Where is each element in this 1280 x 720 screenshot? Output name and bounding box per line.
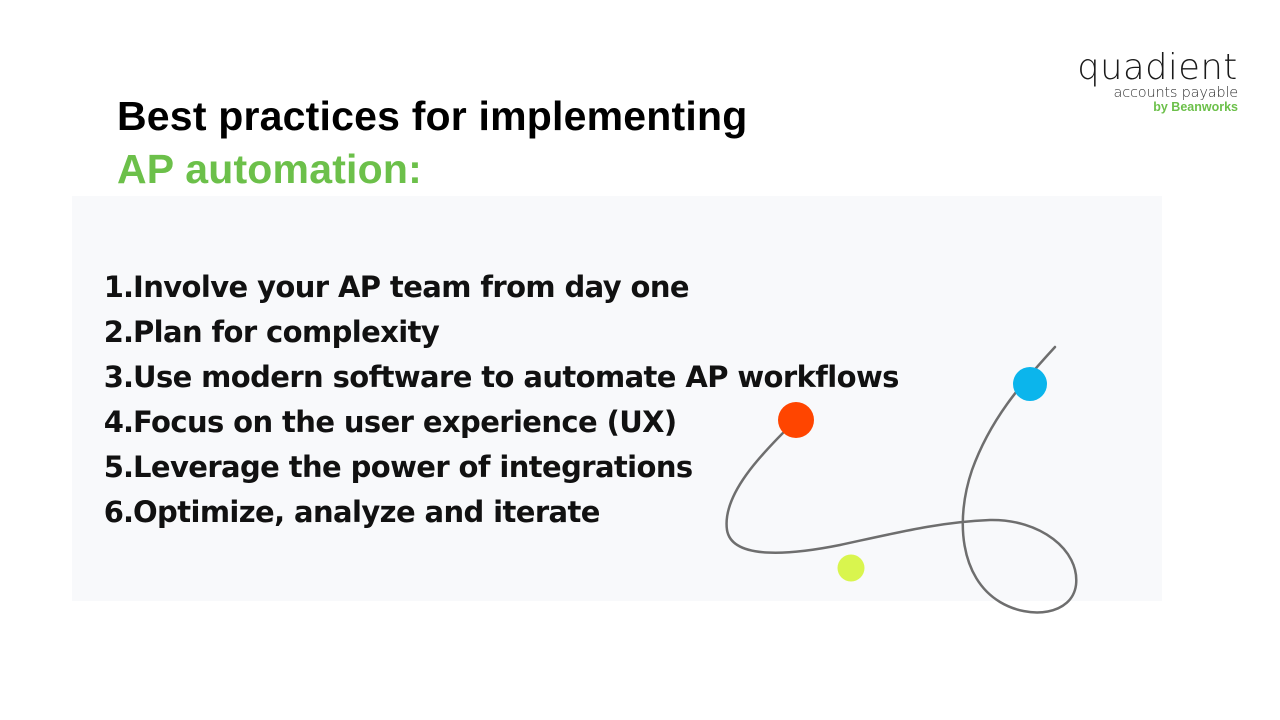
item-text: Optimize, analyze and iterate (133, 495, 600, 529)
quadient-logo: quadient accounts payable by Beanworks (1074, 47, 1239, 115)
logo-subline: accounts payable (1113, 85, 1239, 101)
red-dot-icon (778, 402, 814, 438)
practices-list: 1.Involve your AP team from day one 2.Pl… (100, 265, 900, 535)
list-item: 5.Leverage the power of integrations (100, 445, 899, 490)
curve-line (725, 345, 1078, 614)
list-item: 4.Focus on the user experience (UX) (100, 400, 899, 445)
item-text: Involve your AP team from day one (133, 270, 690, 304)
list-item: 1.Involve your AP team from day one (100, 265, 899, 310)
lime-dot-icon (837, 554, 865, 582)
logo-wordmark: quadient (1077, 47, 1238, 88)
item-number: 6. (103, 495, 134, 529)
title-line-2: AP automation: (117, 146, 422, 192)
list-item: 6.Optimize, analyze and iterate (100, 490, 899, 535)
title-line-1: Best practices for implementing (117, 93, 748, 139)
item-text: Leverage the power of integrations (133, 450, 693, 484)
content-panel (72, 196, 1162, 601)
list-item: 2.Plan for complexity (100, 310, 899, 355)
item-text: Plan for complexity (133, 315, 440, 349)
blue-dot-icon (1013, 367, 1047, 401)
list-item: 3.Use modern software to automate AP wor… (100, 355, 900, 400)
page-title: Best practices for implementing AP autom… (117, 90, 747, 196)
item-number: 1. (103, 270, 134, 304)
item-number: 2. (103, 315, 134, 349)
item-text: Use modern software to automate AP workf… (133, 360, 899, 394)
item-number: 4. (103, 405, 134, 439)
item-text: Focus on the user experience (UX) (133, 405, 677, 439)
item-number: 3. (103, 360, 134, 394)
item-number: 5. (103, 450, 134, 484)
logo-byline: by Beanworks (1153, 100, 1238, 114)
